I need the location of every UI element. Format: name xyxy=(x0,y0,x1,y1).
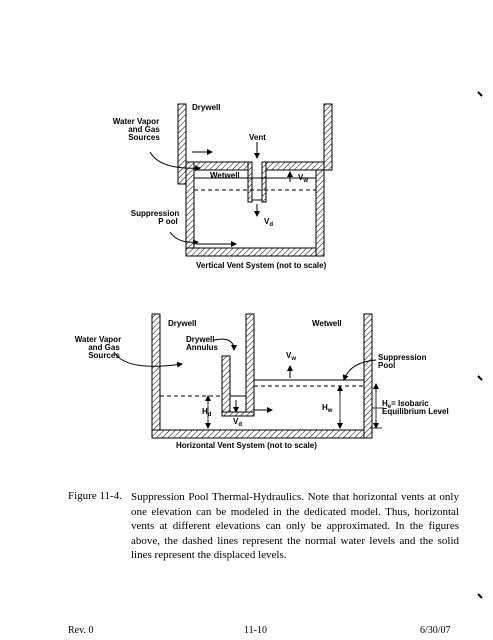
label-h-water-vapor-2: and Gas xyxy=(88,343,120,352)
h-right-wall xyxy=(363,313,373,439)
label-drywell-top: Drywell xyxy=(192,103,220,112)
annulus-wall xyxy=(221,355,231,413)
vertical-vent-diagram: Drywell Water Vapor and Gas Sources Vent… xyxy=(113,103,333,270)
vent-pipe-left xyxy=(247,161,253,203)
h-pool-arrow xyxy=(342,359,377,381)
caption-number: Figure 11-4. xyxy=(68,490,122,502)
label-he-2: Equilibrium Level xyxy=(382,407,449,416)
edge-mark-1 xyxy=(477,91,483,97)
label-water-vapor-2: and Gas xyxy=(128,125,160,134)
divider-wall xyxy=(245,313,255,413)
label-hd: Hd xyxy=(202,407,212,418)
label-h-water-vapor-1: Water Vapor xyxy=(75,335,121,344)
drywell-left-wall xyxy=(177,103,187,185)
subtitle-vertical: Vertical Vent System (not to scale) xyxy=(196,261,327,270)
wetwell-ceiling-left xyxy=(193,161,249,171)
label-hw: Hw xyxy=(322,403,333,414)
caption-text: Suppression Pool Thermal-Hydraulics. Not… xyxy=(131,491,459,561)
vent-lip xyxy=(221,411,255,417)
label-wetwell-bottom: Wetwell xyxy=(312,319,342,328)
label-vd-top: Vd xyxy=(264,217,273,228)
edge-mark-2 xyxy=(477,375,483,381)
label-vw-top: Vw xyxy=(298,173,308,184)
h-left-wall xyxy=(151,313,161,439)
label-h-suppression-1: Suppression xyxy=(378,353,427,362)
edge-mark-3 xyxy=(477,593,483,599)
label-suppression-1: Suppression xyxy=(131,209,180,218)
label-drywell-bottom: Drywell xyxy=(168,319,196,328)
subtitle-horizontal: Horizontal Vent System (not to scale) xyxy=(176,441,317,450)
footer-revision: Rev. 0 xyxy=(68,625,94,636)
footer-page-number: 11-10 xyxy=(244,625,267,636)
pool-floor xyxy=(185,247,325,257)
footer-date: 6/30/07 xyxy=(420,625,451,636)
label-h-suppression-2: Pool xyxy=(378,361,395,370)
label-suppression-2: P ool xyxy=(158,217,177,226)
h-annulus-arrow xyxy=(213,338,237,351)
label-water-vapor-3: Sources xyxy=(128,133,160,142)
h-floor xyxy=(151,429,373,439)
label-annulus-2: Annulus xyxy=(186,343,219,352)
label-wetwell-top: Wetwell xyxy=(210,171,240,180)
label-water-vapor-1: Water Vapor xyxy=(113,117,159,126)
label-h-water-vapor-3: Sources xyxy=(88,351,120,360)
h-sources-arrow xyxy=(113,351,183,368)
pool-arrow xyxy=(169,231,199,246)
label-h-vd: Vd xyxy=(233,417,242,428)
label-he: He= Isobaric xyxy=(382,399,429,410)
label-annulus-1: Drywell xyxy=(186,335,214,344)
drywell-right-wall xyxy=(323,103,333,171)
label-h-vw: Vw xyxy=(286,351,296,362)
wetwell-ceiling-right xyxy=(265,161,325,171)
vent-pipe-right xyxy=(261,161,267,203)
wetwell-right-wall xyxy=(315,169,325,257)
sources-arrow xyxy=(149,151,201,172)
horizontal-vent-diagram: Drywell Wetwell Water Vapor and Gas Sour… xyxy=(75,313,449,450)
label-vent: Vent xyxy=(249,133,266,142)
